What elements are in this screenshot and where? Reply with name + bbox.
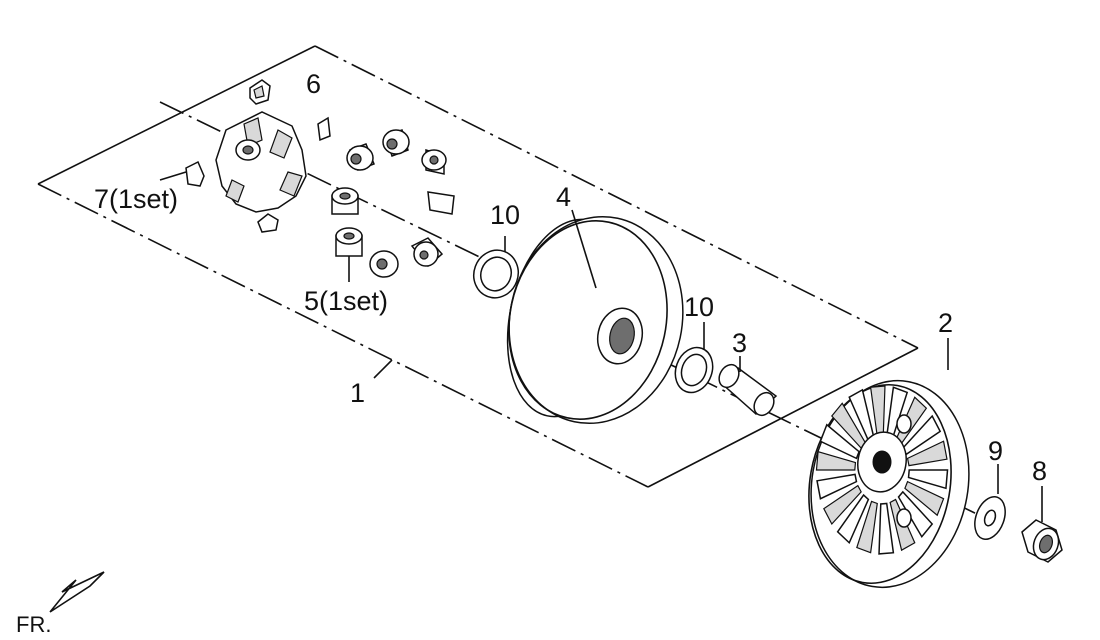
leader-1 [373,359,393,379]
ramp-plate-fin [225,179,245,203]
ramp-plate-bore [242,145,254,155]
front-direction-arrow: FR. [16,571,105,637]
drive-face-bore [609,317,635,355]
callout-3: 3 [732,328,747,358]
weight-roller [331,187,359,215]
collar-end [718,363,740,389]
weight-roller [335,227,363,257]
fan-blades [815,385,949,555]
drive-face-rim [508,220,668,420]
o-ring-inner [680,353,708,387]
collar-part-3 [718,356,778,417]
callout-2: 2 [938,308,953,338]
fan-blade [897,490,934,539]
collar-end [753,391,775,417]
slider-set-part-7 [159,79,331,233]
boundary-top-right-edge [314,45,919,349]
fan-blade [815,450,857,471]
callout-10-right: 10 [684,292,714,322]
slider-piece [317,116,331,142]
washer-part-9 [974,464,1006,540]
callout-10-left: 10 [490,200,520,230]
orientation-label: FR. [16,612,51,637]
boundary-top-left-edge [37,45,316,185]
boundary-bottom-right-edge [647,347,919,488]
weight-roller [369,250,399,278]
fan-boss [896,508,912,528]
ramp-plate-fin [243,117,263,147]
weight-roller [421,148,447,175]
callout-8: 8 [1032,456,1047,486]
fan-disc-rim [808,383,952,585]
drive-face-front [508,215,684,425]
callout-6: 6 [306,69,321,99]
fan-blade [878,502,895,555]
leader-4 [571,209,597,289]
slider-piece [257,213,279,233]
fixed-drive-face-part-2 [808,338,970,589]
arrow-icon [49,571,105,613]
nut-part-8 [1021,486,1063,563]
weight-roller [410,237,444,268]
ramp-plate-fin [279,171,303,197]
fan-hub-bore [872,450,892,474]
fan-blade [816,473,858,500]
fan-blade [836,493,870,545]
leader-7 [159,171,187,181]
assembly-boundary [37,45,919,488]
washer-hole [983,509,997,527]
weight-roller [427,191,455,215]
fan-blade [904,480,945,517]
nut-thread [1038,534,1054,554]
callout-7: 7(1set) [94,184,178,214]
callout-5: 5(1set) [304,286,388,316]
fan-blade [823,484,862,526]
callout-4: 4 [556,182,571,212]
o-ring-part-10-right [674,322,714,394]
fan-blade [856,500,878,554]
callouts: 1 2 3 4 5(1set) 6 7(1set) 8 9 10 10 [94,69,1047,486]
fan-blade [819,423,860,460]
fan-blade [907,469,949,490]
weight-roller [346,143,375,171]
fan-blade [906,440,948,467]
ramp-plate-fin [269,129,293,159]
boundary-bottom-left-edge [37,183,649,488]
fan-boss [896,414,912,434]
slider-piece [185,160,205,187]
callout-1: 1 [350,378,365,408]
slider-piece-slot [253,85,265,99]
o-ring-inner [480,256,512,292]
o-ring-part-10-left [473,236,519,299]
callout-9: 9 [988,436,1003,466]
weight-roller-set-part-5 [331,129,455,282]
movable-drive-face-part-4 [506,209,684,425]
weight-roller [382,129,410,157]
ramp-plate-part-6 [215,111,307,213]
